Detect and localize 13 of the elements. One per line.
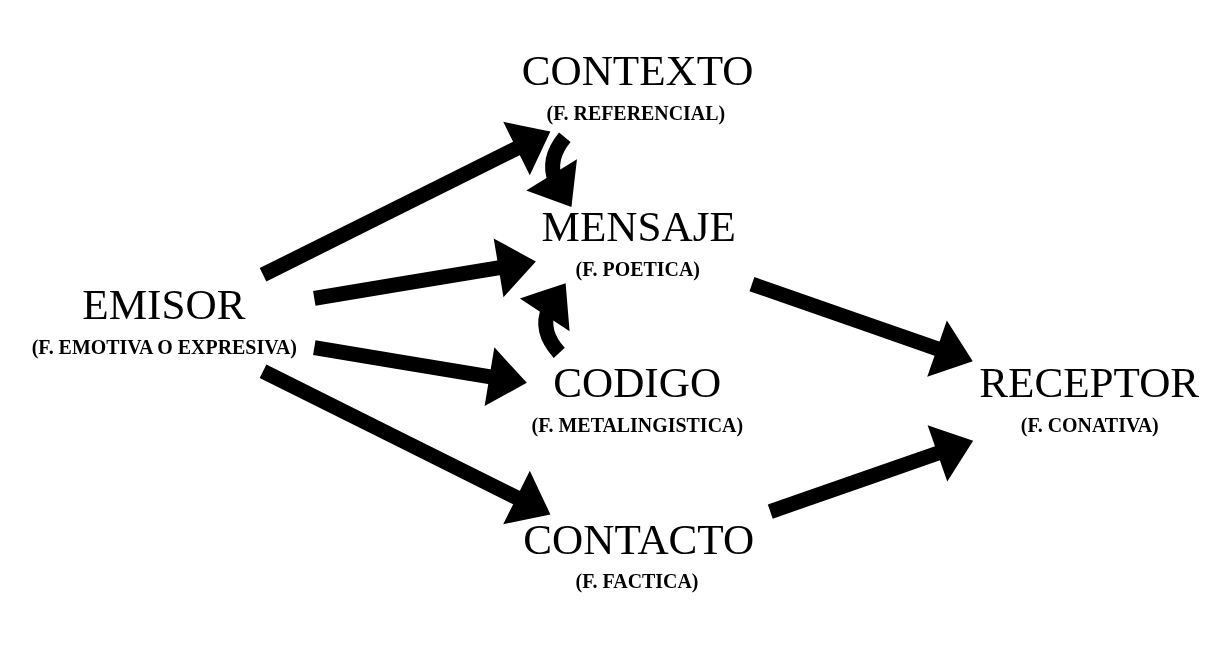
arrow (526, 132, 577, 208)
arrow (313, 340, 527, 407)
arrow (767, 425, 974, 519)
node-text: MENSAJE (F. POETICA) (541, 203, 736, 280)
arrow (749, 277, 973, 377)
node-text: CONTEXTO (F. REFERENCIAL) (521, 47, 754, 124)
arrow (259, 364, 551, 525)
node-text: RECEPTOR (F. CONATIVA) (979, 359, 1200, 436)
node-text: EMISOR (F. EMOTIVA O EXPRESIVA) (31, 281, 298, 358)
node-text: CODIGO (F. METALINGISTICA) (531, 359, 744, 436)
node-text: CONTACTO (F. FACTICA) (523, 515, 755, 593)
arrow (259, 121, 551, 282)
arrow (313, 238, 536, 306)
